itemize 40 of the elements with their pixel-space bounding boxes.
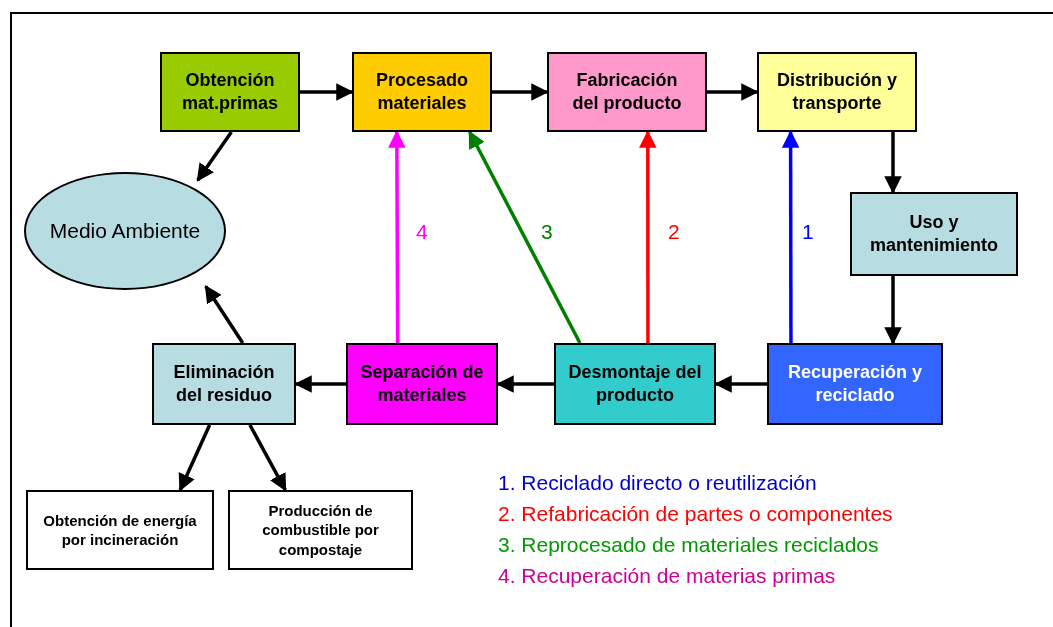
arrow <box>300 83 354 101</box>
process-box <box>767 343 943 425</box>
process-box <box>547 52 707 132</box>
arrow <box>781 130 800 343</box>
arrow <box>884 132 902 194</box>
node-label: Uso y mantenimiento <box>869 210 999 257</box>
node-label: Desmontaje del producto <box>567 360 703 407</box>
process-box <box>757 52 917 132</box>
process-box <box>26 490 214 570</box>
arrow <box>178 424 212 492</box>
node-label: Recuperación y reciclado <box>786 360 924 407</box>
arrow <box>492 83 549 101</box>
arrow <box>388 130 406 343</box>
legend-entry: 2. Refabricación de partes o componentes <box>498 501 893 526</box>
process-box <box>554 343 716 425</box>
arrow <box>204 285 245 344</box>
process-box <box>228 490 413 570</box>
node-label: Obtención mat.primas <box>180 68 279 115</box>
arrow <box>884 276 902 345</box>
arrow <box>468 130 582 344</box>
node-label: Distribución y transporte <box>776 68 898 115</box>
arrow <box>248 424 287 492</box>
legend-entry: 3. Reprocesado de materiales reciclados <box>498 532 880 557</box>
legend-entry: 4. Recuperación de materias primas <box>498 563 837 588</box>
node-label: Medio Ambiente <box>48 218 202 245</box>
arrow <box>196 131 233 182</box>
arrow <box>639 130 657 343</box>
node-label: Procesado materiales <box>374 68 469 115</box>
node-label: Producción de combustible por compostaje <box>261 500 380 560</box>
process-box <box>160 52 300 132</box>
process-box <box>346 343 498 425</box>
node-label: Obtención de energía por incineración <box>42 510 198 550</box>
process-box <box>850 192 1018 276</box>
node-label: Fabricación del producto <box>571 68 683 115</box>
node-label: Separación de materiales <box>359 360 485 407</box>
node-label: Eliminación del residuo <box>172 360 276 407</box>
legend-entry: 1. Reciclado directo o reutilización <box>498 470 818 495</box>
process-box <box>152 343 296 425</box>
arrow <box>707 83 759 101</box>
process-box <box>352 52 492 132</box>
